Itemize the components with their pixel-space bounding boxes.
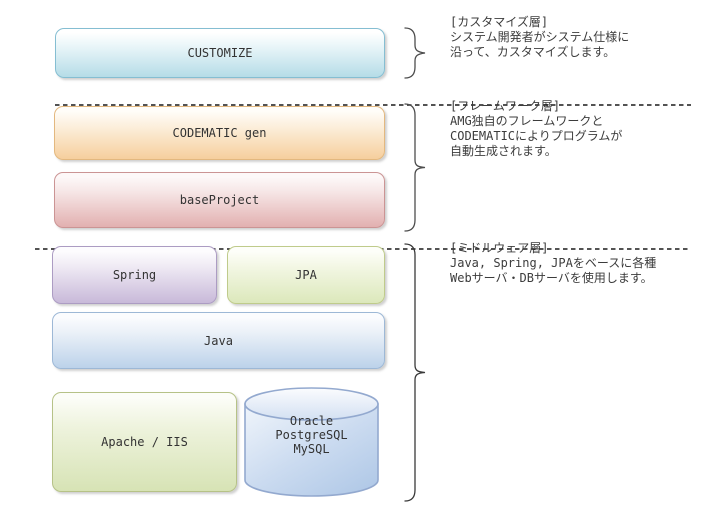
customize-annotation-line: システム開発者がシステム仕様に [450,30,630,44]
db-line-mysql: MySQL [293,442,330,456]
customize-layer-brace [403,26,433,84]
middleware-layer-annotation: [ミドルウェア層] Java, Spring, JPAをベースに各種 Webサー… [450,241,656,286]
framework-annotation-title: [フレームワーク層] [450,99,561,113]
base-project-box: baseProject [54,172,385,228]
customize-box-label: CUSTOMIZE [187,46,253,60]
middleware-annotation-line: Java, Spring, JPAをベースに各種 [450,256,657,270]
layer-separator-2 [35,236,691,250]
db-line-oracle: Oracle [289,414,334,428]
layer-separator-1 [55,92,691,106]
java-box: Java [52,312,385,369]
customize-layer-annotation: [カスタマイズ層] システム開発者がシステム仕様に 沿って、カスタマイズします。 [450,15,629,60]
jpa-box: JPA [227,246,385,304]
java-box-label: Java [204,333,233,348]
codematic-gen-box: CODEMATIC gen [54,106,385,160]
middleware-layer-brace [403,242,433,507]
framework-annotation-line: 自動生成されます。 [450,144,557,158]
middleware-annotation-line: Webサーバ・DBサーバを使用します。 [450,271,653,285]
apache-iis-box-label: Apache / IIS [101,435,188,449]
codematic-gen-box-label: CODEMATIC gen [172,126,267,140]
db-line-postgresql: PostgreSQL [275,428,348,442]
base-project-box-label: baseProject [179,193,260,207]
spring-box: Spring [52,246,217,304]
database-cylinder-icon [243,386,380,498]
database-cylinder-label: Oracle PostgreSQL MySQL [243,414,380,456]
framework-layer-annotation: [フレームワーク層] AMG独自のフレームワークと CODEMATICによりプロ… [450,99,622,159]
customize-annotation-line: 沿って、カスタマイズします。 [450,45,616,59]
jpa-box-label: JPA [295,268,317,282]
framework-layer-brace [403,102,433,237]
customize-box: CUSTOMIZE [55,28,385,78]
middleware-annotation-title: [ミドルウェア層] [450,241,549,255]
framework-annotation-line: CODEMATICによりプログラムが [450,129,623,143]
apache-iis-box: Apache / IIS [52,392,237,492]
customize-annotation-title: [カスタマイズ層] [450,15,549,29]
spring-box-label: Spring [112,268,157,282]
framework-annotation-line: AMG独自のフレームワークと [450,114,604,128]
